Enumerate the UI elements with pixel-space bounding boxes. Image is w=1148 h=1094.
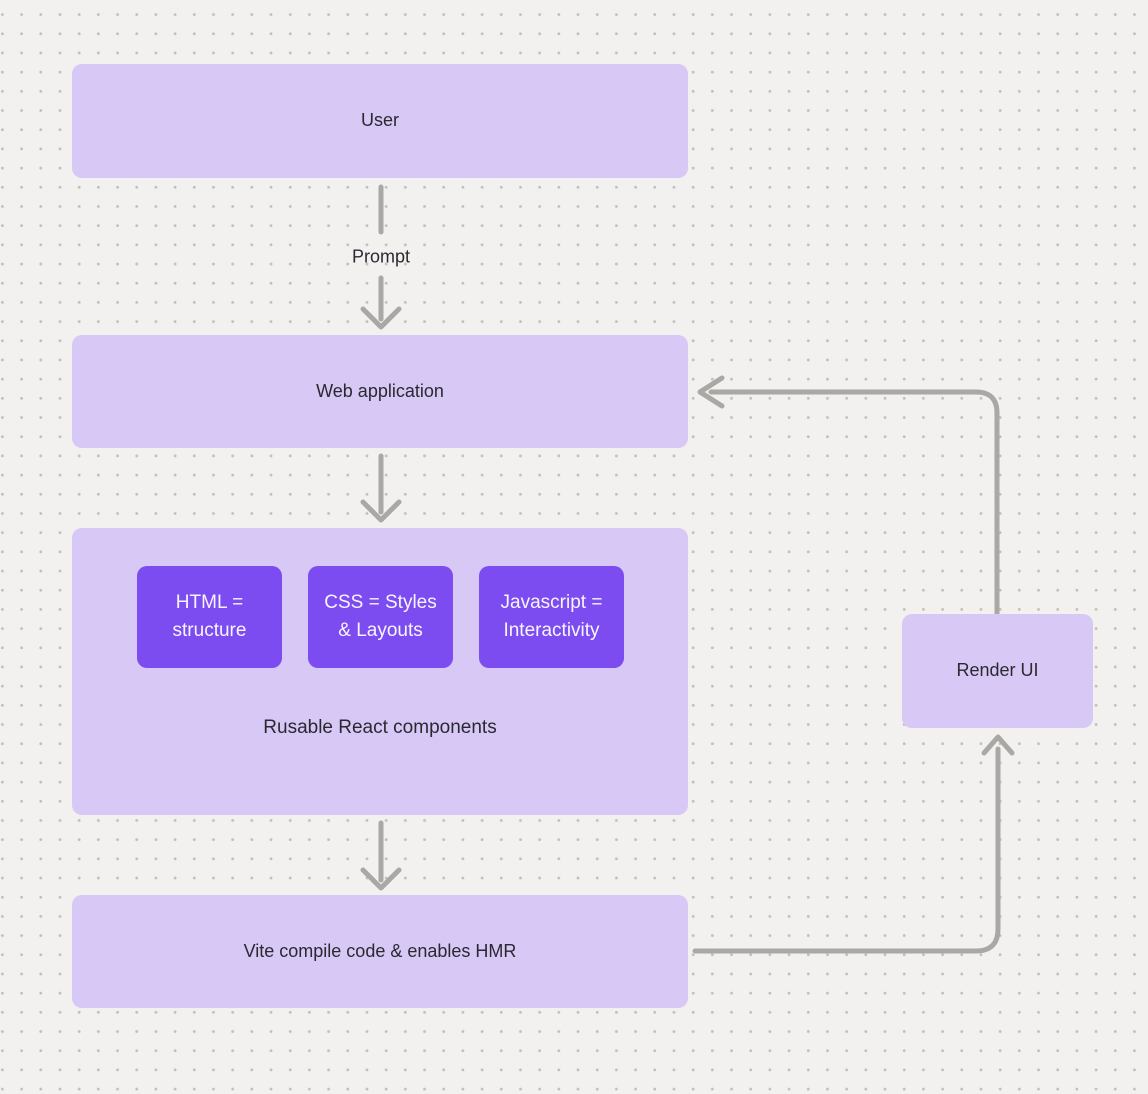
node-components-group[interactable]: HTML = structure CSS = Styles & Layouts … bbox=[72, 528, 688, 815]
components-chip-row: HTML = structure CSS = Styles & Layouts … bbox=[137, 566, 624, 668]
chip-css-styles[interactable]: CSS = Styles & Layouts bbox=[308, 566, 453, 668]
node-vite[interactable]: Vite compile code & enables HMR bbox=[72, 895, 688, 1008]
chip-html-structure-label: HTML = structure bbox=[172, 592, 247, 641]
edge-web-application-to-components bbox=[360, 453, 402, 523]
chip-javascript-interactivity[interactable]: Javascript = Interactivity bbox=[479, 566, 624, 668]
arrowhead-up-icon bbox=[981, 734, 1015, 756]
node-user[interactable]: User bbox=[72, 64, 688, 178]
arrowhead-down-icon bbox=[360, 499, 402, 523]
edge-render-ui-to-web-application bbox=[697, 375, 1000, 617]
chip-javascript-interactivity-label: Javascript = Interactivity bbox=[500, 592, 603, 641]
edge-vite-to-render-ui bbox=[692, 734, 1015, 954]
node-web-application-label: Web application bbox=[316, 380, 444, 401]
node-render-ui-label: Render UI bbox=[956, 660, 1039, 681]
edge-components-to-vite bbox=[360, 820, 402, 891]
node-vite-label: Vite compile code & enables HMR bbox=[243, 940, 517, 961]
arrowhead-down-icon bbox=[360, 306, 402, 330]
chip-css-styles-label: CSS = Styles & Layouts bbox=[324, 592, 437, 641]
chip-html-structure[interactable]: HTML = structure bbox=[137, 566, 282, 668]
node-web-application[interactable]: Web application bbox=[72, 335, 688, 448]
node-render-ui[interactable]: Render UI bbox=[902, 614, 1093, 728]
arrowhead-down-icon bbox=[360, 867, 402, 891]
arrowhead-left-icon bbox=[697, 375, 725, 409]
node-user-label: User bbox=[360, 110, 399, 131]
components-group-caption: Rusable React components bbox=[263, 717, 497, 738]
edge-label-prompt: Prompt bbox=[351, 246, 411, 267]
